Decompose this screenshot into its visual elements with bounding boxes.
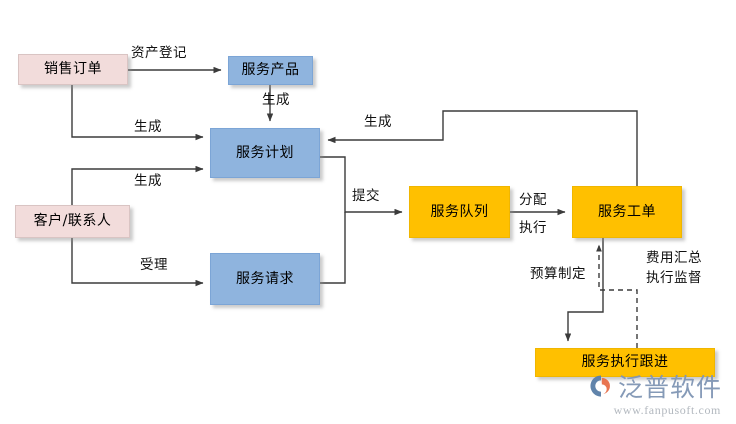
node-sales-order[interactable]: 销售订单: [18, 54, 128, 85]
node-service-workorder-label: 服务工单: [598, 203, 656, 220]
edge-label-generate-product-to-plan: 生成: [262, 92, 290, 108]
logo-name: 泛普软件: [617, 373, 722, 402]
node-service-queue[interactable]: 服务队列: [409, 186, 510, 238]
node-service-plan[interactable]: 服务计划: [210, 128, 320, 178]
node-service-queue-label: 服务队列: [430, 203, 489, 220]
edge-label-asset-registration: 资产登记: [131, 45, 187, 61]
edge-label-generate-customer-to-plan: 生成: [134, 173, 162, 189]
node-service-request[interactable]: 服务请求: [210, 253, 320, 305]
node-customer-contact-label: 客户/联系人: [33, 213, 112, 230]
edge-service-workorder-to-service-plan: [327, 110, 638, 186]
brand-logo: 泛普软件 www.fanpusoft.com: [588, 368, 722, 418]
node-service-tracking-label: 服务执行跟进: [581, 354, 669, 371]
logo-row: 泛普软件: [588, 368, 722, 404]
node-customer-contact[interactable]: 客户/联系人: [15, 205, 130, 238]
node-service-workorder[interactable]: 服务工单: [572, 186, 682, 238]
node-sales-order-label: 销售订单: [44, 61, 102, 78]
node-service-tracking[interactable]: 服务执行跟进: [535, 348, 715, 377]
edge-label-budget-plan: 预算制定: [530, 266, 586, 282]
node-service-plan-label: 服务计划: [236, 144, 294, 161]
edge-label-generate-order-to-plan: 生成: [134, 119, 162, 135]
edge-label-generate-workorder-to-plan: 生成: [364, 114, 392, 130]
edge-service-tracking-to-service-workorder-dashed: [596, 244, 638, 348]
edge-sales-order-to-service-plan: [71, 85, 204, 141]
edge-customer-to-service-request: [71, 238, 204, 287]
edge-label-cost-summary: 费用汇总: [646, 250, 702, 266]
fanpu-logo-icon: [590, 375, 610, 397]
edge-label-accept: 受理: [140, 257, 168, 273]
edge-service-workorder-to-service-tracking: [564, 238, 604, 342]
node-service-request-label: 服务请求: [236, 270, 294, 287]
edge-customer-to-service-plan: [71, 165, 204, 205]
edge-label-assign: 分配: [519, 192, 547, 208]
node-service-product-label: 服务产品: [241, 62, 300, 79]
node-service-product[interactable]: 服务产品: [228, 56, 313, 85]
edge-service-plan-to-service-queue: [320, 156, 403, 216]
edge-label-submit: 提交: [352, 188, 380, 204]
edge-label-execute: 执行: [519, 220, 547, 236]
edge-service-request-to-service-queue: [320, 212, 346, 284]
logo-url: www.fanpusoft.com: [613, 403, 721, 417]
edge-label-execution-supervision: 执行监督: [646, 270, 702, 286]
